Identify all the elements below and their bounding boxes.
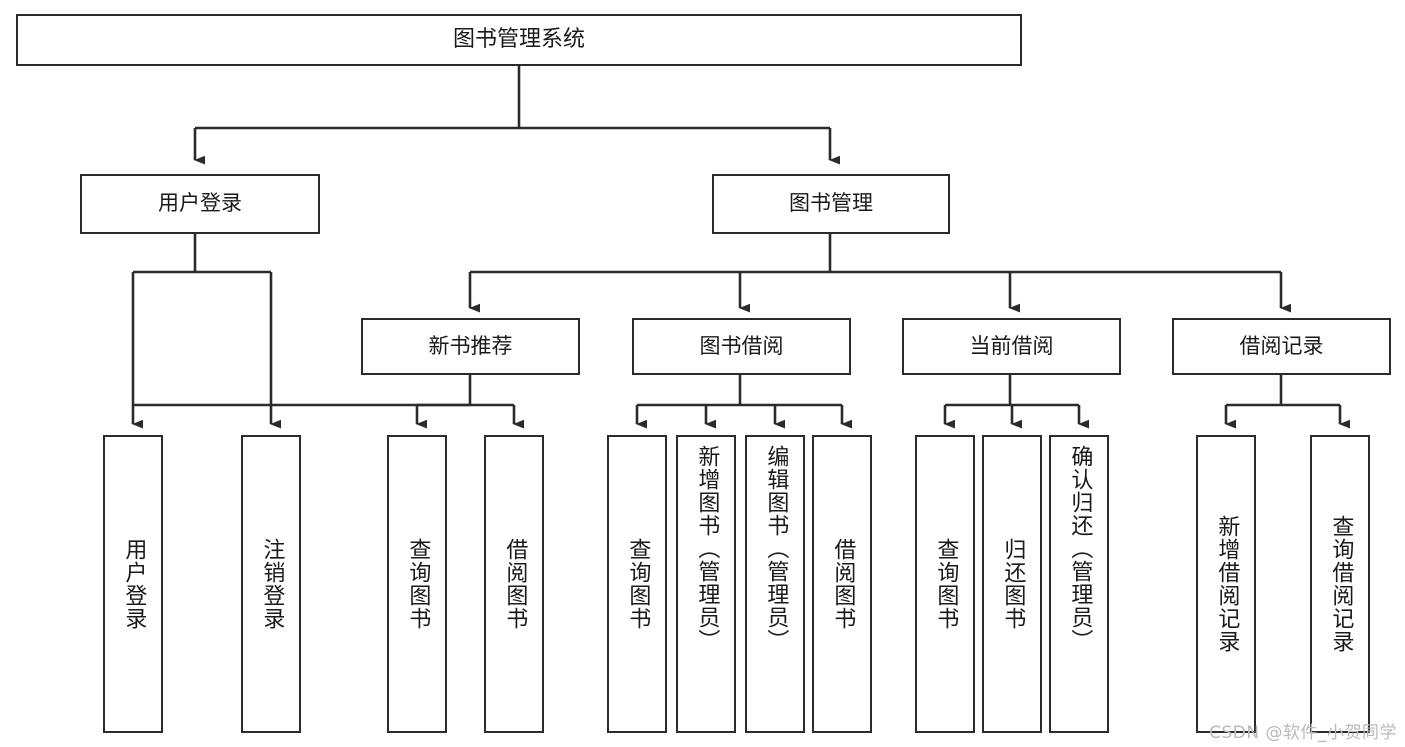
- leaf-borrow-book[interactable]: 借阅图书: [812, 435, 872, 733]
- node-root-system[interactable]: 图书管理系统: [16, 14, 1022, 66]
- node-label: 图书管理: [789, 191, 873, 216]
- node-label: 用户登录: [158, 191, 242, 216]
- leaf-query-book-current[interactable]: 查询图书: [915, 435, 975, 733]
- leaf-add-book-admin[interactable]: 新增图书（管理员）: [676, 435, 736, 733]
- leaf-edit-book-admin[interactable]: 编辑图书（管理员）: [745, 435, 805, 733]
- node-label: 注销登录: [259, 538, 285, 630]
- node-label: 借阅记录: [1239, 333, 1324, 358]
- node-label: 用户登录: [121, 538, 147, 630]
- node-book-borrow[interactable]: 图书借阅: [632, 318, 851, 375]
- leaf-query-book-recommend[interactable]: 查询图书: [387, 435, 447, 733]
- node-label: 新增图书（管理员）: [694, 445, 720, 652]
- leaf-confirm-return-admin[interactable]: 确认归还（管理员）: [1049, 435, 1109, 733]
- node-label: 新书推荐: [428, 333, 513, 358]
- leaf-borrow-book-recommend[interactable]: 借阅图书: [484, 435, 544, 733]
- node-label: 编辑图书（管理员）: [763, 445, 789, 652]
- node-label: 查询图书: [405, 538, 431, 630]
- leaf-add-borrow-record[interactable]: 新增借阅记录: [1196, 435, 1256, 733]
- node-label: 查询图书: [933, 538, 959, 630]
- node-label: 查询图书: [625, 538, 651, 630]
- leaf-user-login[interactable]: 用户登录: [103, 435, 163, 733]
- leaf-logout[interactable]: 注销登录: [241, 435, 301, 733]
- leaf-query-book-borrow[interactable]: 查询图书: [607, 435, 667, 733]
- leaf-return-book[interactable]: 归还图书: [982, 435, 1042, 733]
- leaf-query-borrow-record[interactable]: 查询借阅记录: [1310, 435, 1370, 733]
- node-current-borrow[interactable]: 当前借阅: [902, 318, 1121, 375]
- node-label: 图书借阅: [699, 333, 784, 358]
- node-new-book-recommend[interactable]: 新书推荐: [361, 318, 580, 375]
- csdn-watermark: CSDN @软件_小贺同学: [1209, 723, 1397, 743]
- node-label: 新增借阅记录: [1214, 515, 1240, 653]
- node-label: 借阅图书: [830, 538, 856, 630]
- node-borrow-records[interactable]: 借阅记录: [1172, 318, 1391, 375]
- node-book-management[interactable]: 图书管理: [712, 174, 950, 234]
- node-label: 图书管理系统: [452, 26, 585, 52]
- node-label: 借阅图书: [502, 538, 528, 630]
- node-label: 归还图书: [1000, 538, 1026, 630]
- node-user-login[interactable]: 用户登录: [80, 174, 320, 234]
- node-label: 当前借阅: [969, 333, 1054, 358]
- node-label: 确认归还（管理员）: [1067, 445, 1093, 652]
- node-label: 查询借阅记录: [1328, 515, 1354, 653]
